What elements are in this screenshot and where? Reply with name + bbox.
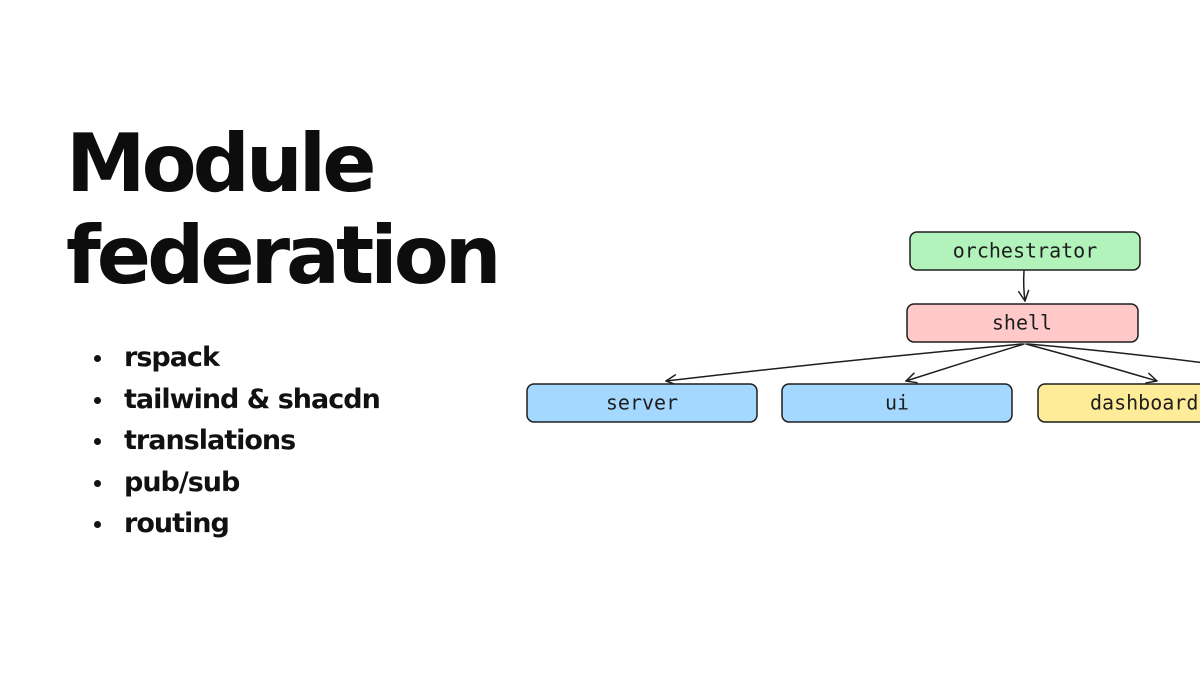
node-dashboard-box (1037, 383, 1200, 423)
feature-item-pubsub: pub/sub (92, 462, 380, 504)
node-server-label: server (606, 391, 678, 415)
node-orchestrator-box (909, 231, 1141, 271)
feature-item-translations: translations (92, 420, 380, 462)
edge-shell-dashboard (1025, 343, 1158, 384)
diagram-edges (665, 270, 1200, 386)
node-orchestrator: orchestrator (909, 231, 1141, 271)
node-dashboard: dashboard (1037, 383, 1200, 423)
node-ui-box (781, 383, 1013, 423)
title-line-1: Module (66, 117, 376, 210)
node-shell-label: shell (992, 311, 1052, 335)
node-ui-label: ui (885, 391, 909, 415)
node-orchestrator-label: orchestrator (953, 239, 1098, 263)
feature-item-routing: routing (92, 503, 380, 545)
node-server-box (526, 383, 758, 423)
title-line-2: federation (66, 209, 502, 302)
node-ui: ui (781, 383, 1013, 423)
page-title: Module federation (66, 117, 502, 302)
edge-shell-ui (905, 343, 1025, 384)
feature-item-tailwind: tailwind & shacdn (92, 379, 381, 421)
node-dashboard-label: dashboard (1090, 391, 1198, 415)
edge-orchestrator-shell (1017, 270, 1030, 302)
node-shell: shell (906, 303, 1139, 343)
feature-item-rspack: rspack (92, 337, 380, 379)
edge-shell-server (665, 343, 1023, 386)
feature-list: rspack tailwind & shacdn translations pu… (92, 337, 381, 545)
node-shell-box (906, 303, 1139, 343)
node-server: server (526, 383, 758, 423)
edge-shell-offscreen (1027, 343, 1200, 364)
